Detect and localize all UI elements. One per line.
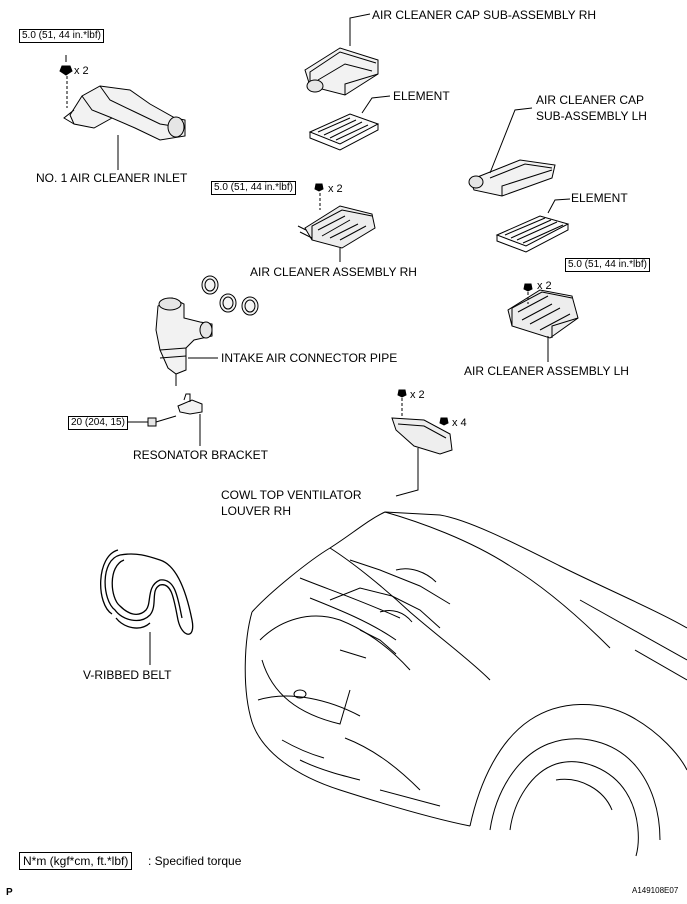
label-assy-rh: AIR CLEANER ASSEMBLY RH bbox=[250, 265, 417, 279]
label-cap-lh-line1: AIR CLEANER CAP bbox=[536, 93, 645, 107]
v-ribbed-belt-part bbox=[100, 549, 194, 635]
label-cap-lh-line2: SUB-ASSEMBLY LH bbox=[536, 109, 647, 123]
bolt-assy-lh-part bbox=[523, 283, 533, 292]
qty-inlet: x 2 bbox=[74, 65, 89, 77]
element-rh-part bbox=[308, 113, 380, 151]
intake-air-connector-pipe-part bbox=[155, 297, 213, 386]
bolt-inlet-part bbox=[59, 65, 73, 76]
legend-unit-box: N*m (kgf*cm, ft.*lbf) bbox=[19, 852, 133, 870]
torque-spec-bracket: 20 (204, 15) bbox=[68, 416, 128, 430]
hose-clamps-part bbox=[201, 275, 259, 316]
no1-air-cleaner-inlet-part bbox=[63, 85, 186, 141]
label-element-lh: ELEMENT bbox=[571, 191, 628, 205]
label-cap-rh: AIR CLEANER CAP SUB-ASSEMBLY RH bbox=[372, 8, 597, 22]
label-element-rh: ELEMENT bbox=[393, 89, 450, 103]
label-assy-lh: AIR CLEANER ASSEMBLY LH bbox=[464, 364, 629, 378]
torque-spec-assy-rh: 5.0 (51, 44 in.*lbf) bbox=[211, 181, 296, 195]
label-connector: INTAKE AIR CONNECTOR PIPE bbox=[221, 351, 398, 365]
label-inlet: NO. 1 AIR CLEANER INLET bbox=[36, 171, 188, 185]
bolt-bracket-part bbox=[147, 415, 177, 427]
qty-assy-lh: x 2 bbox=[537, 280, 552, 292]
clip-cowl-b-part bbox=[439, 417, 449, 426]
torque-spec-assy-lh: 5.0 (51, 44 in.*lbf) bbox=[565, 258, 650, 272]
qty-cowl-b: x 4 bbox=[452, 417, 467, 429]
air-cleaner-assembly-lh-part bbox=[507, 289, 579, 339]
label-belt: V-RIBBED BELT bbox=[83, 668, 172, 682]
label-cowl-line2: LOUVER RH bbox=[221, 504, 292, 518]
clip-cowl-a-part bbox=[397, 389, 407, 398]
page-mark: P bbox=[6, 887, 13, 898]
air-cleaner-cap-rh-part bbox=[304, 47, 379, 96]
qty-assy-rh: x 2 bbox=[328, 183, 343, 195]
cowl-top-ventilator-louver-part bbox=[391, 417, 453, 455]
torque-spec-inlet: 5.0 (51, 44 in.*lbf) bbox=[19, 29, 104, 43]
legend-text: : Specified torque bbox=[148, 854, 242, 868]
air-cleaner-assembly-rh-part bbox=[297, 205, 376, 249]
element-lh-part bbox=[495, 215, 570, 253]
vehicle-part bbox=[244, 511, 687, 857]
bolt-assy-rh-part bbox=[314, 183, 324, 192]
figure-id: A149108E07 bbox=[632, 886, 679, 895]
air-cleaner-cap-lh-part bbox=[468, 159, 556, 197]
label-cowl-line1: COWL TOP VENTILATOR bbox=[221, 488, 362, 502]
resonator-bracket-part bbox=[177, 393, 203, 415]
label-bracket: RESONATOR BRACKET bbox=[133, 448, 268, 462]
qty-cowl-a: x 2 bbox=[410, 389, 425, 401]
